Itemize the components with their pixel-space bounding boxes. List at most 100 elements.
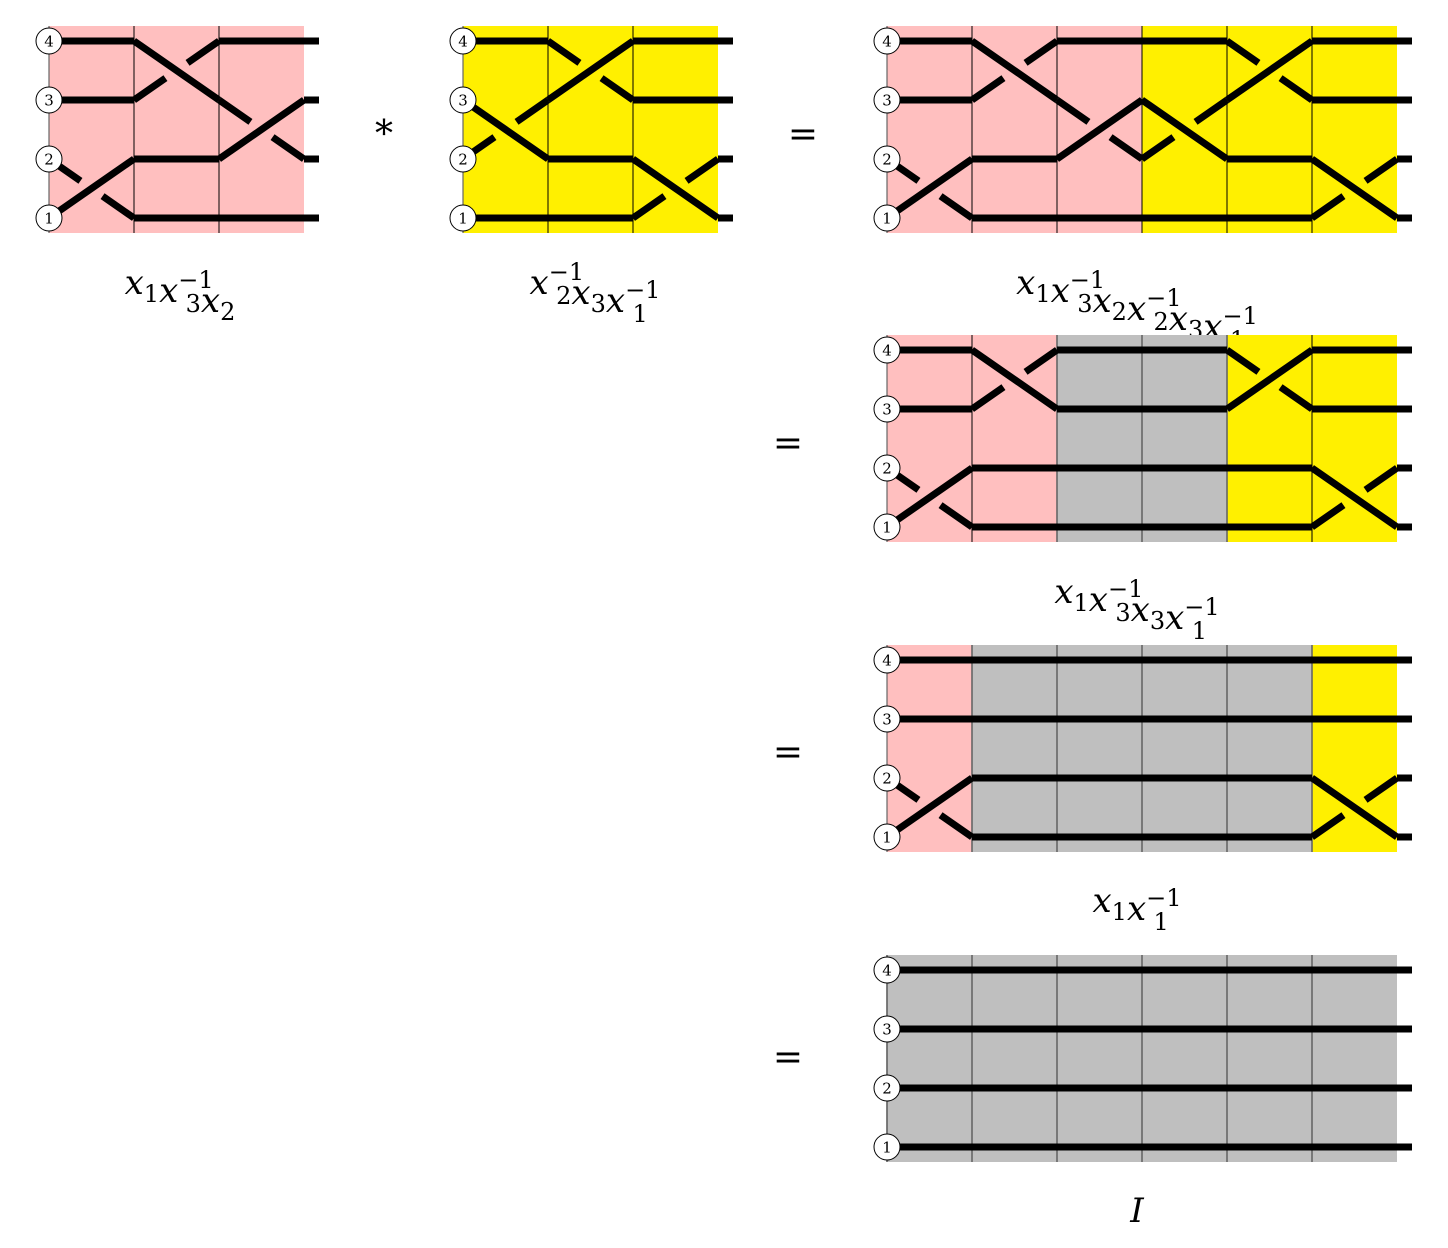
strand-over-crossing (1055, 97, 1144, 162)
strand-label-3: 3 (873, 1015, 901, 1043)
caption-generator: x (1165, 598, 1184, 638)
cell-background-1 (887, 26, 972, 233)
strand-label-circle (449, 27, 477, 55)
caption-generator: x (1131, 590, 1150, 630)
strand-label-2: 2 (873, 764, 901, 792)
caption-subscript: 2 (220, 298, 235, 326)
strand-under-segment (599, 75, 635, 103)
strand-label-circle (873, 145, 901, 173)
cell-background-4 (1142, 955, 1227, 1162)
strands (885, 37, 1412, 222)
strand-under-segment (514, 97, 550, 125)
strand-label-text: 3 (882, 401, 892, 419)
strands (885, 656, 1412, 841)
strand-under-segment (1108, 134, 1144, 162)
strand-label-1: 1 (873, 204, 901, 232)
strand-label-4: 4 (35, 27, 63, 55)
strand-label-circle (35, 86, 63, 114)
equals-operator-1: = (788, 114, 818, 155)
caption-generator: x (1092, 881, 1111, 921)
caption-generator: I (1129, 1191, 1144, 1231)
cell-background-4 (1142, 335, 1227, 542)
strand-over-crossing (132, 38, 221, 103)
cell-background-5 (1227, 955, 1312, 1162)
caption-exponent: −1 (1070, 266, 1105, 294)
strand-label-text: 3 (458, 92, 468, 110)
strand-label-circle (873, 27, 901, 55)
caption-generator: x (1089, 580, 1108, 620)
strand-under-segment (938, 812, 974, 840)
strand-label-4: 4 (873, 956, 901, 984)
caption-subscript: 3 (1115, 599, 1130, 627)
strand-over-crossing (1310, 156, 1399, 221)
strand-label-1: 1 (449, 204, 477, 232)
strand-label-circle (35, 27, 63, 55)
cell-background-3 (1057, 955, 1142, 1162)
strand-over-crossing (461, 97, 550, 162)
cell-background-1 (887, 955, 972, 1162)
caption-exponent: −1 (625, 276, 660, 304)
caption-generator: x (201, 281, 220, 321)
strand-label-circle (873, 204, 901, 232)
strand-under-segment (970, 384, 1006, 412)
strand-label-text: 1 (458, 210, 468, 228)
cell-background-2 (134, 26, 219, 233)
strand-label-text: 1 (882, 1139, 892, 1157)
strand-over-crossing (970, 38, 1059, 103)
strand-over-crossing (885, 465, 974, 530)
strand-under-segment (1363, 465, 1399, 493)
strand-label-text: 4 (458, 33, 468, 51)
strand-under-segment (1193, 97, 1229, 125)
cell-background-5 (1227, 645, 1312, 852)
cell-background-1 (887, 335, 972, 542)
caption-exponent: −1 (1146, 284, 1181, 312)
strand-label-3: 3 (449, 86, 477, 114)
strand-label-circle (873, 823, 901, 851)
strand-over-crossing (1310, 775, 1399, 840)
strand-under-segment (270, 134, 306, 162)
strand-label-2: 2 (35, 145, 63, 173)
strand-under-segment (938, 502, 974, 530)
strand-under-segment (100, 193, 136, 221)
strand-under-segment (1278, 75, 1314, 103)
strand-under-segment (970, 75, 1006, 103)
cell-background-2 (972, 645, 1057, 852)
strands (461, 37, 733, 222)
strand-under-segment (1363, 775, 1399, 803)
caption-exponent: −1 (1222, 302, 1257, 330)
strand-label-2: 2 (873, 1074, 901, 1102)
strand-under-segment (938, 193, 974, 221)
caption-generator: x (1169, 299, 1188, 339)
strand-label-text: 4 (882, 652, 892, 670)
strand-label-text: 2 (882, 151, 892, 169)
strand-over-crossing (885, 156, 974, 221)
cell-background-6 (1312, 26, 1397, 233)
caption-subscript: 1 (1154, 908, 1169, 936)
strand-under-segment (1225, 38, 1261, 66)
braid-word-caption: I (1129, 1191, 1144, 1231)
strand-over-crossing (1225, 347, 1314, 412)
strand-label-circle (873, 764, 901, 792)
strand-label-text: 1 (882, 829, 892, 847)
strand-label-text: 3 (44, 92, 54, 110)
strand-under-segment (1363, 156, 1399, 184)
cell-background-1 (49, 26, 134, 233)
cell-background-5 (1227, 335, 1312, 542)
strand-label-circle (873, 646, 901, 674)
strand-under-segment (1055, 97, 1091, 125)
cell-background-2 (972, 335, 1057, 542)
caption-generator: x (1051, 271, 1070, 311)
cell-background-3 (633, 26, 718, 233)
strands (47, 37, 319, 222)
strand-label-text: 4 (882, 33, 892, 51)
strand-label-text: 2 (882, 770, 892, 788)
strand-label-1: 1 (873, 1133, 901, 1161)
strand-over-crossing (1140, 97, 1229, 162)
multiply-operator: * (375, 114, 393, 155)
caption-generator: x (1092, 281, 1111, 321)
